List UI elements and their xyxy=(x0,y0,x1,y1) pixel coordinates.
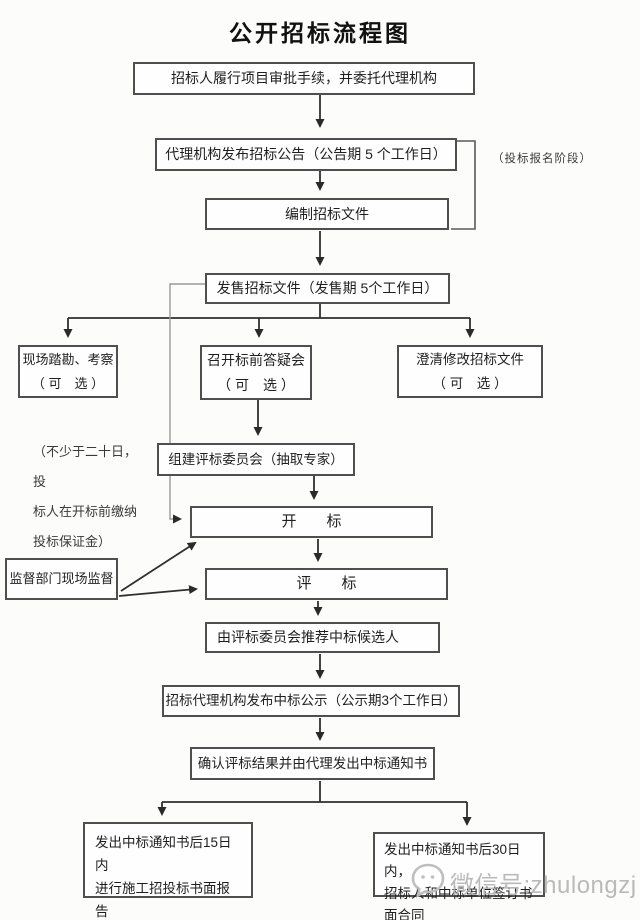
arrow-supervision-to-evaluation xyxy=(118,585,198,597)
node-sign-contract: 发出中标通知书后30日内， 招标人和中标单位签订书 面合同 xyxy=(373,832,545,920)
connector-sell-to-opening xyxy=(169,283,205,524)
node-clarify-documents: 澄清修改招标文件 （ 可 选 ） xyxy=(397,345,543,398)
node-onsite-supervision: 监督部门现场监督 xyxy=(5,558,118,600)
node-filing-report: 发出中标通知书后15日内 进行施工招投标书面报告 备案 xyxy=(83,822,253,919)
node-bid-evaluation: 评 标 xyxy=(205,568,448,600)
node-qa-meeting: 召开标前答疑会 （ 可 选 ） xyxy=(200,345,312,400)
page-title: 公开招标流程图 xyxy=(229,20,411,46)
node-recommend-winner: 由评标委员会推荐中标候选人 xyxy=(205,622,440,653)
node-confirm-result-notice: 确认评标结果并由代理发出中标通知书 xyxy=(190,747,435,780)
chat-bubble-icon xyxy=(410,861,446,904)
watermark-text: 微信号:zhulongzj xyxy=(450,872,637,899)
node-winner-publicity: 招标代理机构发布中标公示（公示期3个工作日） xyxy=(162,685,460,717)
node-evaluation-committee: 组建评标委员会（抽取专家） xyxy=(157,443,355,476)
node-bid-announcement: 代理机构发布招标公告（公告期 5 个工作日） xyxy=(155,138,457,171)
node-site-visit: 现场踏勘、考察 （ 可 选 ） xyxy=(18,345,118,398)
node-bid-opening: 开 标 xyxy=(190,506,433,538)
note-registration-phase: （投标报名阶段） xyxy=(492,153,592,165)
node-prepare-bid-documents: 编制招标文件 xyxy=(205,198,449,230)
note-bid-deposit: （不少于二十日，投 标人在开标前缴纳 投标保证金） xyxy=(33,444,138,549)
watermark: 微信号:zhulongzj xyxy=(410,861,637,904)
node-project-approval: 招标人履行项目审批手续，并委托代理机构 xyxy=(133,62,475,95)
node-sell-bid-documents: 发售招标文件（发售期 5个工作日） xyxy=(205,273,450,304)
